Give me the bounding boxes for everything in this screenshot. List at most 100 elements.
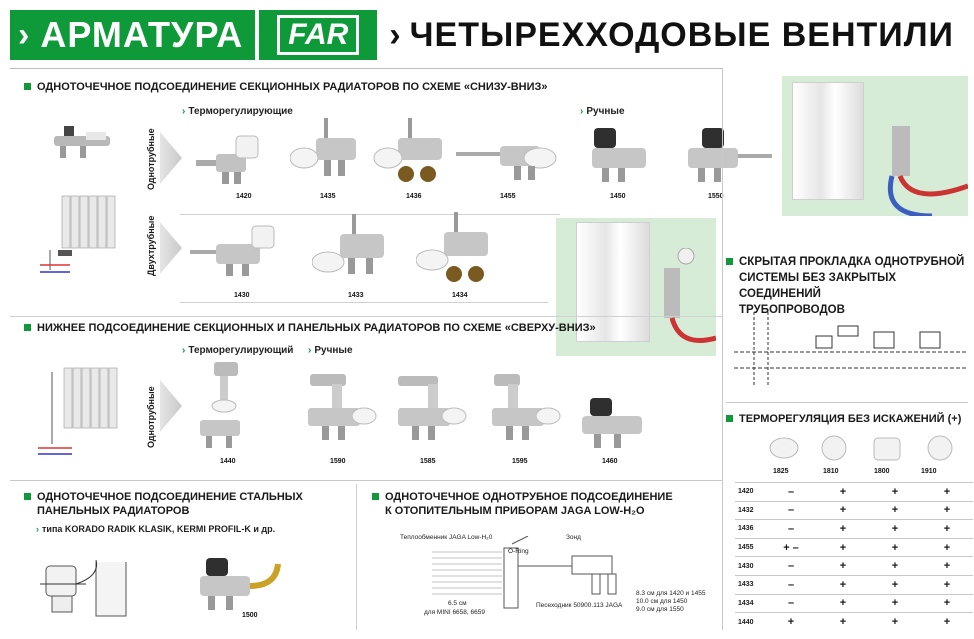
- valve-1455-image: [456, 146, 557, 180]
- row-code: 1420: [735, 482, 765, 502]
- col-1810: 1810: [823, 468, 839, 475]
- table-cell: +: [765, 612, 817, 632]
- table-cell: –: [765, 500, 817, 520]
- valve-1436-image: [373, 118, 442, 182]
- table-row: 1432–+++: [735, 500, 973, 520]
- table-cell: –: [765, 574, 817, 595]
- table-cell: +: [817, 500, 869, 520]
- arrow-right-icon: [160, 380, 182, 432]
- label-dim-mini: для MINI 6658, 6659: [424, 609, 485, 616]
- sub-thermo: ›Терморегулирующие: [182, 106, 293, 117]
- table-cell: +: [869, 500, 921, 520]
- table-cell: +: [921, 593, 973, 613]
- table-row: 1455+ –+++: [735, 537, 973, 557]
- table-cell: +: [817, 519, 869, 539]
- table-cell: +: [921, 519, 973, 539]
- table-cell: +: [817, 556, 869, 576]
- table-cell: +: [921, 482, 973, 502]
- table-cell: +: [921, 537, 973, 557]
- brand-banner: › АРМАТУРА: [10, 10, 256, 60]
- table-cell: –: [765, 556, 817, 576]
- thermo-compat-table: 1420–+++1432–+++1436–+++1455+ –+++1430–+…: [735, 482, 973, 632]
- arrow-right-icon: [160, 132, 182, 184]
- valve-1585-image: [398, 376, 467, 440]
- code-1433: 1433: [348, 292, 364, 299]
- table-cell: +: [921, 556, 973, 576]
- section2-title: НИЖНЕЕ ПОДСОЕДИНЕНИЕ СЕКЦИОННЫХ И ПАНЕЛЬ…: [24, 321, 596, 335]
- code-1585: 1585: [420, 458, 436, 465]
- valve-1550-image: [688, 128, 772, 182]
- code-1455: 1455: [500, 193, 516, 200]
- row-code: 1434: [735, 593, 765, 613]
- valve-1433-image: [312, 214, 384, 274]
- sub2-thermo: ›Терморегулирующий: [182, 345, 294, 356]
- table-cell: +: [817, 612, 869, 632]
- code-1434: 1434: [452, 292, 468, 299]
- section3-sub: ›типа KORADO RADIK KLASIK, KERMI PROFIL-…: [36, 524, 276, 534]
- table-row: 1434–+++: [735, 593, 973, 613]
- valve-1430-image: [190, 225, 275, 276]
- brand-title: АРМАТУРА: [40, 14, 244, 55]
- table-row: 1440++++: [735, 612, 973, 632]
- row-label-one-pipe-2: Однотрубные: [146, 386, 156, 448]
- radiator-topdown-scheme-image: [38, 367, 118, 455]
- valve-1450-image: [592, 128, 646, 182]
- section6-title: ТЕРМОРЕГУЛЯЦИЯ БЕЗ ИСКАЖЕНИЙ (+): [726, 412, 961, 426]
- table-row: 1436–+++: [735, 519, 973, 539]
- row-code: 1440: [735, 612, 765, 632]
- valve-1440-image: [200, 362, 240, 448]
- code-1450: 1450: [610, 193, 626, 200]
- table-row: 1430–+++: [735, 556, 973, 576]
- chevron-right-icon: ›: [18, 15, 31, 54]
- col-1800: 1800: [874, 468, 890, 475]
- radiator-photo-middle: [556, 218, 716, 356]
- label-jaga-exchanger: Теплообменник JAGA Low-H₂0: [400, 534, 493, 541]
- table-cell: –: [765, 519, 817, 539]
- table-cell: +: [869, 556, 921, 576]
- page-title: › ЧЕТЫРЕХХОДОВЫЕ ВЕНТИЛИ: [377, 10, 954, 60]
- table-cell: + –: [765, 537, 817, 557]
- sub-manual: ›Ручные: [580, 106, 625, 117]
- code-1590: 1590: [330, 458, 346, 465]
- page-header: › АРМАТУРА FAR › ЧЕТЫРЕХХОДОВЫЕ ВЕНТИЛИ: [10, 10, 954, 60]
- code-1440: 1440: [220, 458, 236, 465]
- valve-1460-image: [582, 398, 642, 448]
- table-cell: +: [817, 593, 869, 613]
- row-label-two-pipe: Двухтрубные: [146, 215, 156, 276]
- row-code: 1433: [735, 574, 765, 595]
- radiator-photo-top: [782, 76, 968, 216]
- table-row: 1420–+++: [735, 482, 973, 502]
- code-1420: 1420: [236, 193, 252, 200]
- valve-1590-image: [308, 374, 377, 440]
- hidden-piping-scheme-image: [734, 312, 966, 386]
- table-cell: +: [921, 612, 973, 632]
- label-adapter: Песеходник 50900.113 JAGA: [536, 602, 623, 609]
- row-code: 1436: [735, 519, 765, 539]
- table-row: 1433–+++: [735, 574, 973, 595]
- chevron-right-icon: ›: [389, 15, 402, 54]
- row-label-one-pipe: Однотрубные: [146, 128, 156, 190]
- panel-radiator-scheme-image: [40, 559, 127, 617]
- far-logo: FAR: [259, 10, 378, 60]
- code-1460: 1460: [602, 458, 618, 465]
- code-1436: 1436: [406, 193, 422, 200]
- label-probe: Зонд: [566, 534, 581, 541]
- code-1500: 1500: [242, 612, 258, 619]
- table-cell: +: [869, 574, 921, 595]
- label-dim-65: 6.5 см: [448, 600, 467, 607]
- table-cell: +: [817, 537, 869, 557]
- table-cell: +: [869, 519, 921, 539]
- valve-assembly-image: [54, 126, 110, 158]
- table-cell: +: [869, 482, 921, 502]
- table-cell: +: [869, 612, 921, 632]
- valve-1435-image: [290, 118, 356, 176]
- section1-title: ОДНОТОЧЕЧНОЕ ПОДСОЕДИНЕНИЕ СЕКЦИОННЫХ РА…: [24, 80, 548, 94]
- col-1825: 1825: [773, 468, 789, 475]
- valve-1500-image: [200, 558, 281, 610]
- label-oring: O-Ring: [508, 548, 529, 555]
- valve-1595-image: [492, 374, 561, 440]
- table-cell: +: [921, 574, 973, 595]
